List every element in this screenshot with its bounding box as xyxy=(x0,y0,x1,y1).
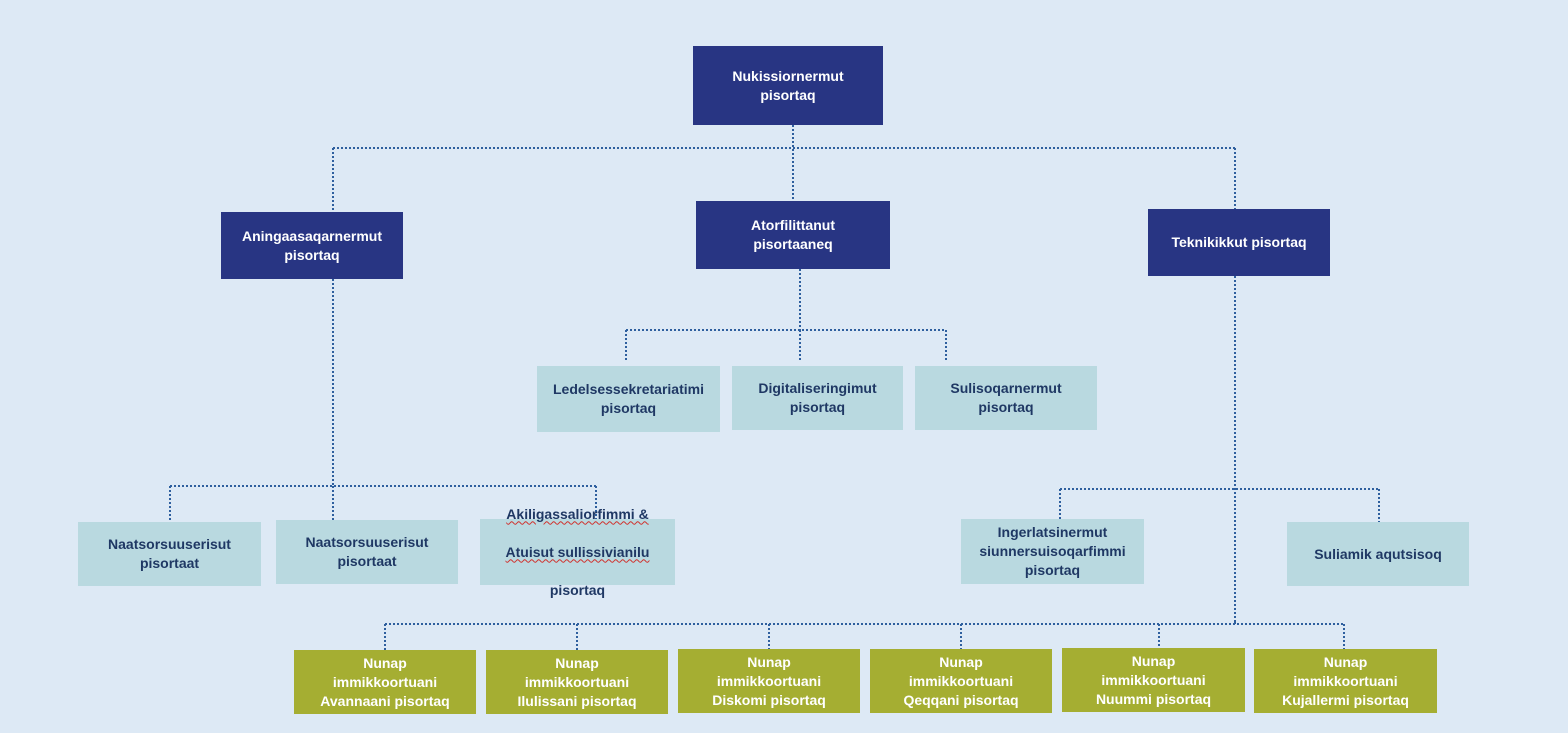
billing-label-line3: pisortaq xyxy=(549,581,606,598)
region-nuuk-label: Nunap immikkoortuani Nuummi pisortaq xyxy=(1095,652,1212,707)
box-director: Nukissiornermut pisortaq xyxy=(693,46,883,125)
workplace-label: Sulisoqarnermut pisortaq xyxy=(950,380,1062,415)
box-billing-customer-service: Akiligassaliorfimmi & Atuisut sullissivi… xyxy=(480,506,675,598)
box-management-secretariat: Ledelsessekretariatimi pisortaq xyxy=(537,366,720,432)
region-qeqqa-label: Nunap immikkoortuani Qeqqani pisortaq xyxy=(903,653,1019,708)
box-region-avannaa: Nunap immikkoortuani Avannaani pisortaq xyxy=(294,650,476,714)
billing-label-line1: Akiligassaliorfimmi & xyxy=(506,505,649,522)
box-region-qeqqa: Nunap immikkoortuani Qeqqani pisortaq xyxy=(870,649,1052,713)
box-accounting-2: Naatsorsuuserisut pisortaat xyxy=(276,520,458,584)
box-region-disko: Nunap immikkoortuani Diskomi pisortaq xyxy=(678,649,860,713)
technical-head-label: Teknikikkut pisortaq xyxy=(1171,234,1307,250)
box-region-nuuk: Nunap immikkoortuani Nuummi pisortaq xyxy=(1062,648,1245,712)
box-finance-head: Aningaasaqarnermut pisortaq xyxy=(221,212,403,279)
operations-head-label: Atorfilittanut pisortaaneq xyxy=(751,217,835,252)
region-ilulissat-label: Nunap immikkoortuani Ilulissani pisortaq xyxy=(517,654,637,709)
box-region-kujalleq: Nunap immikkoortuani Kujallermi pisortaq xyxy=(1254,649,1437,713)
director-label: Nukissiornermut pisortaq xyxy=(732,67,844,103)
billing-label-line2: Atuisut sullissivianilu xyxy=(505,543,650,560)
accounting-2-label: Naatsorsuuserisut pisortaat xyxy=(305,534,429,569)
box-operations-head: Atorfilittanut pisortaaneq xyxy=(696,201,890,269)
box-accounting-1: Naatsorsuuserisut pisortaat xyxy=(78,522,261,586)
box-workplace: Sulisoqarnermut pisortaq xyxy=(915,366,1097,430)
box-technical-head: Teknikikkut pisortaq xyxy=(1148,209,1330,276)
region-avannaa-label: Nunap immikkoortuani Avannaani pisortaq xyxy=(320,654,450,709)
work-support-label: Suliamik aqutsisoq xyxy=(1314,545,1442,562)
region-disko-label: Nunap immikkoortuani Diskomi pisortaq xyxy=(712,653,826,708)
accounting-1-label: Naatsorsuuserisut pisortaat xyxy=(108,536,231,571)
box-region-ilulissat: Nunap immikkoortuani Ilulissani pisortaq xyxy=(486,650,668,714)
box-work-support: Suliamik aqutsisoq xyxy=(1287,522,1469,586)
digitalisation-label: Digitaliseringimut pisortaq xyxy=(758,380,877,415)
management-secretariat-label: Ledelsessekretariatimi pisortaq xyxy=(553,381,704,416)
box-engineering-advisory: Ingerlatsinermut siunnersuisoqarfimmi pi… xyxy=(961,519,1144,584)
region-kujalleq-label: Nunap immikkoortuani Kujallermi pisortaq xyxy=(1282,653,1409,708)
finance-head-label: Aningaasaqarnermut pisortaq xyxy=(241,227,383,263)
billing-label: Akiligassaliorfimmi & Atuisut sullissivi… xyxy=(506,486,650,619)
box-digitalisation: Digitaliseringimut pisortaq xyxy=(732,366,903,430)
engineering-advisory-label: Ingerlatsinermut siunnersuisoqarfimmi pi… xyxy=(979,524,1126,578)
